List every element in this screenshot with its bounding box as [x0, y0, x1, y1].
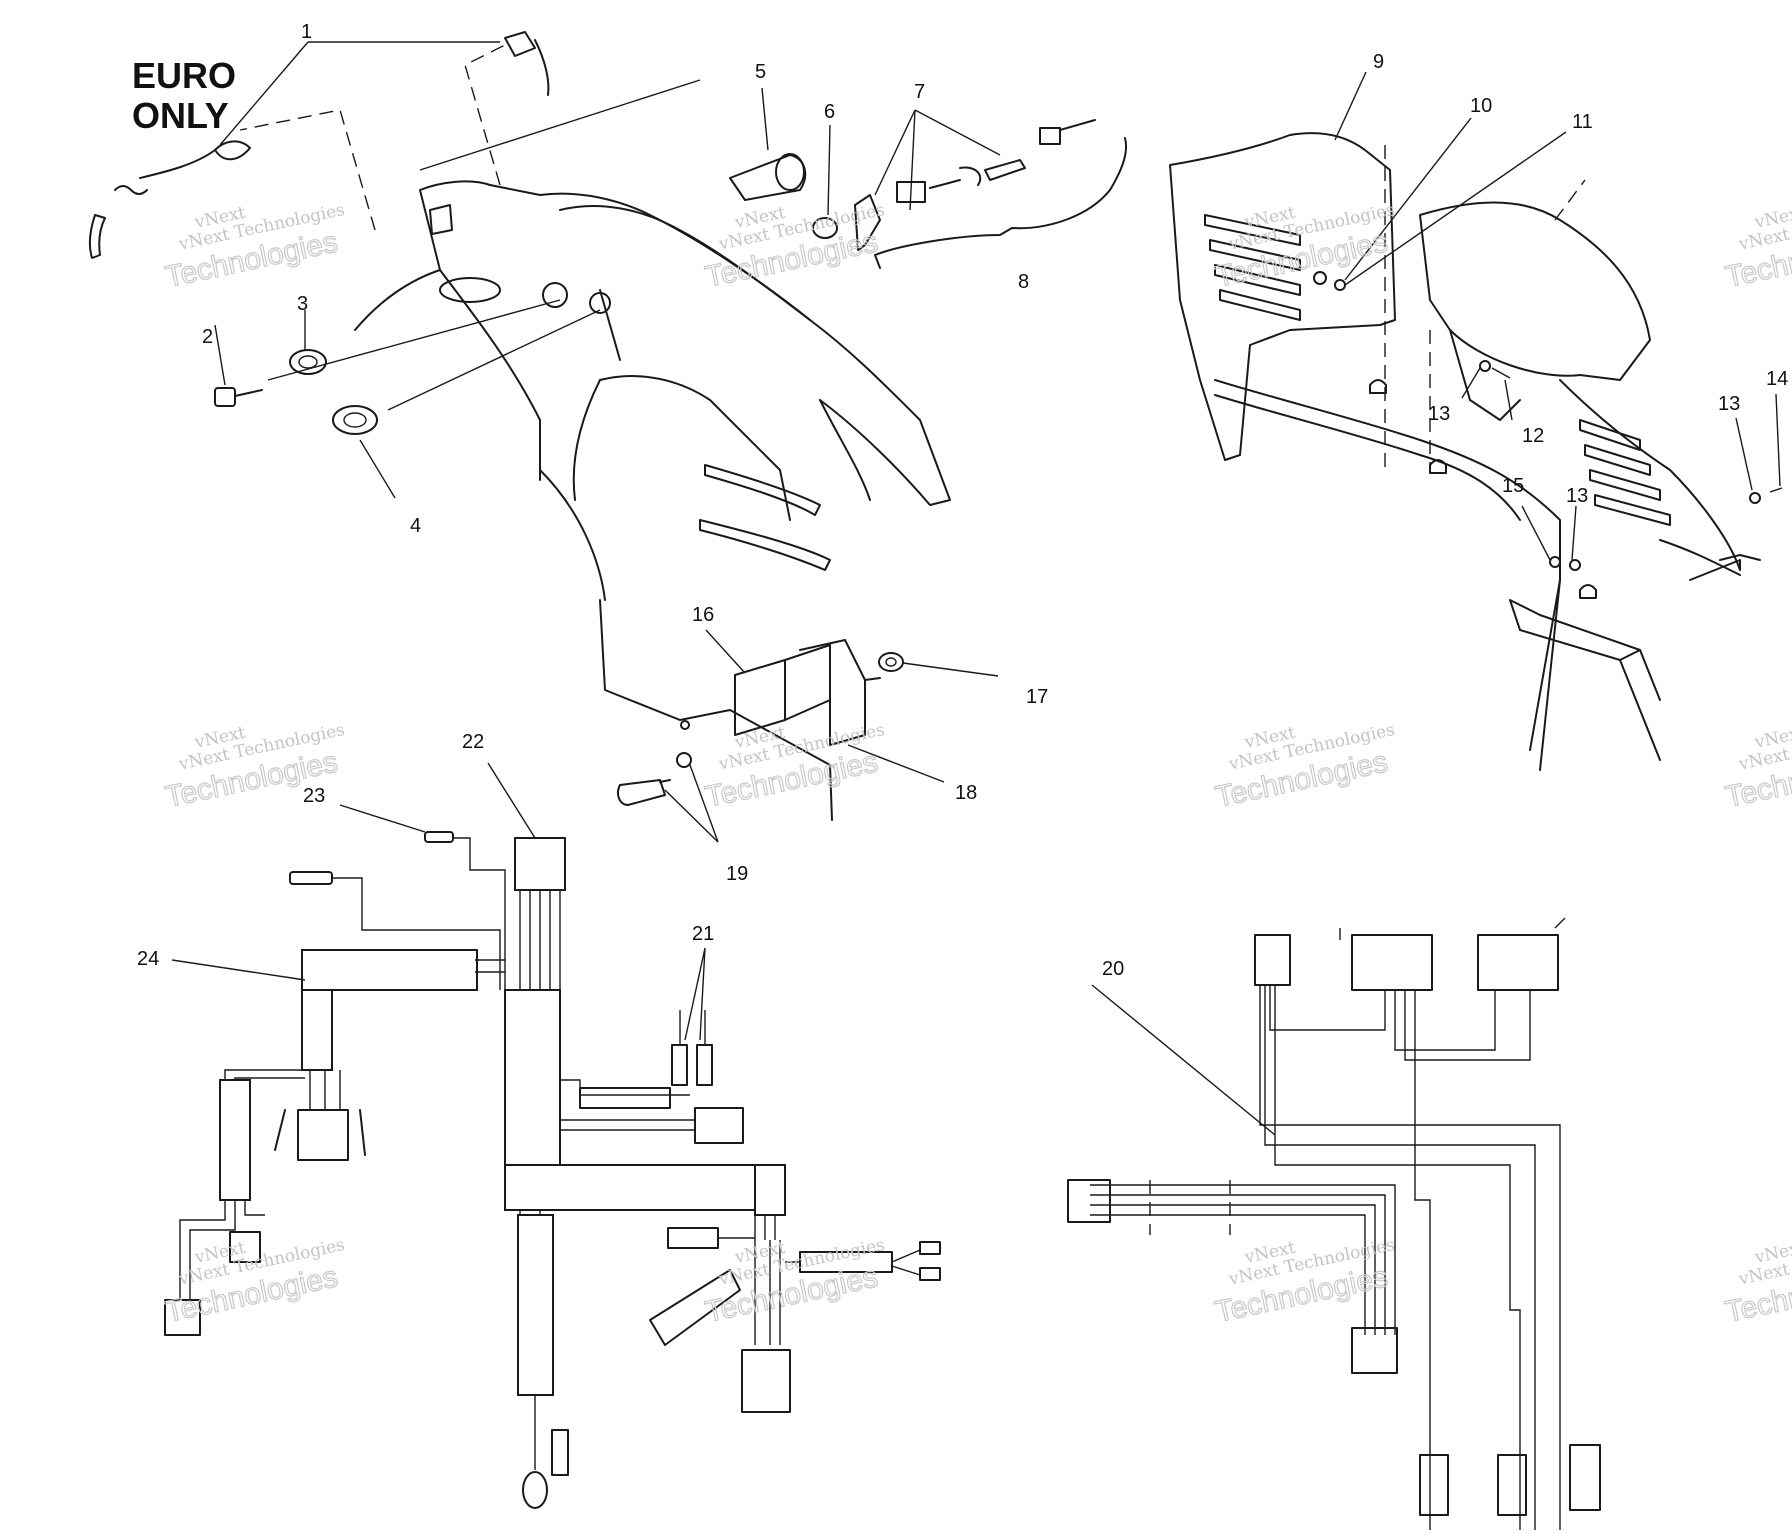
watermark-3: vNext vNext Technologies Technologies — [1212, 200, 1397, 295]
callout-leaders — [171, 41, 1781, 1136]
mounting-bracket-drawing — [599, 599, 904, 821]
callout-19: 19 — [726, 863, 748, 885]
callout-15: 15 — [1502, 475, 1524, 497]
hood-console-drawing — [239, 44, 951, 601]
key-and-nuts — [214, 349, 378, 435]
callout-21: 21 — [692, 923, 714, 945]
watermark-1: vNext vNext Technologies Technologies — [162, 200, 347, 295]
callout-14: 14 — [1766, 368, 1788, 390]
wire-harness-main — [164, 831, 941, 1509]
callout-4: 4 — [410, 515, 421, 537]
callout-11: 11 — [1572, 111, 1593, 133]
callout-17: 17 — [1026, 686, 1048, 708]
switch-assembly — [729, 119, 1128, 269]
callout-9: 9 — [1373, 51, 1384, 73]
callout-16: 16 — [692, 604, 714, 626]
callout-3: 3 — [297, 293, 308, 315]
callout-7: 7 — [914, 81, 925, 103]
callout-5: 5 — [755, 61, 766, 83]
callout-13c: 13 — [1566, 485, 1588, 507]
watermark-10: vNext vNext Technologies Technologies — [702, 1235, 887, 1330]
callout-18: 18 — [955, 782, 977, 804]
watermark-9: vNext vNext Technologies Technologies — [162, 1235, 347, 1330]
euro-only-line1: EURO — [132, 55, 236, 96]
callout-numbers: 1 2 3 4 5 6 7 8 9 10 11 12 13 13 13 13 1… — [137, 21, 1788, 980]
callout-13b: 13 — [1718, 393, 1740, 415]
callout-13a: 13 — [1428, 403, 1450, 425]
callout-6: 6 — [824, 101, 835, 123]
callout-22: 22 — [462, 731, 484, 753]
watermark-8: vNext vNext Technologies Technologies — [1722, 720, 1792, 815]
callout-10: 10 — [1470, 95, 1492, 117]
watermark-11: vNext vNext Technologies Technologies — [1212, 1235, 1397, 1330]
callout-8: 8 — [1018, 271, 1029, 293]
euro-only-line2: ONLY — [132, 95, 229, 136]
watermark-7: vNext vNext Technologies Technologies — [1212, 720, 1397, 815]
callout-24: 24 — [137, 948, 159, 970]
wire-harness-20 — [1067, 917, 1601, 1530]
watermark-4: vNext vNext Technologies Technologies — [1722, 200, 1792, 295]
callout-20: 20 — [1102, 958, 1124, 980]
callout-23: 23 — [303, 785, 325, 807]
callout-1: 1 — [301, 21, 312, 43]
watermark-12: vNext vNext Technologies Technologies — [1722, 1235, 1792, 1330]
callout-2: 2 — [202, 326, 213, 348]
watermarks: vNext vNext Technologies Technologies vN… — [162, 200, 1792, 1330]
key-switch-euro — [88, 31, 550, 259]
callout-12: 12 — [1522, 425, 1544, 447]
